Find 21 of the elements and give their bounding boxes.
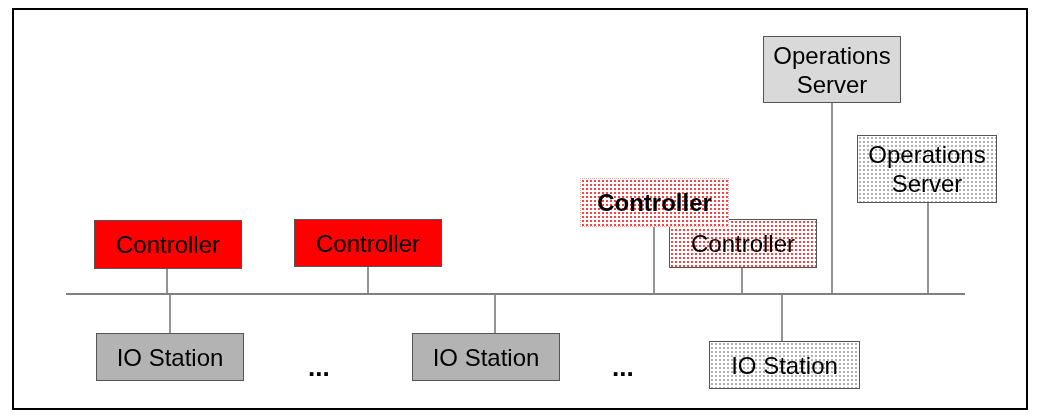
ellipsis-text: ...: [308, 352, 330, 383]
connector-line: [653, 226, 655, 295]
controller-box: Controller: [669, 219, 817, 268]
controller-box: Controller: [294, 219, 442, 267]
connector-line: [741, 267, 743, 295]
controller-box: Controller: [580, 178, 729, 227]
station-box: IO Station: [96, 333, 244, 381]
connector-line: [831, 102, 833, 295]
connector-line: [169, 293, 171, 334]
connector-line: [781, 293, 783, 342]
controller-box: Controller: [94, 220, 242, 269]
connector-line: [927, 202, 929, 295]
server-box: Operations Server: [857, 135, 997, 203]
ellipsis-text: ...: [612, 352, 634, 383]
connector-line: [166, 268, 168, 295]
station-box: IO Station: [709, 341, 860, 389]
connector-line: [367, 266, 369, 295]
bus-line: [66, 293, 965, 295]
connector-line: [494, 293, 496, 334]
server-box: Operations Server: [763, 36, 901, 103]
station-box: IO Station: [412, 333, 560, 381]
